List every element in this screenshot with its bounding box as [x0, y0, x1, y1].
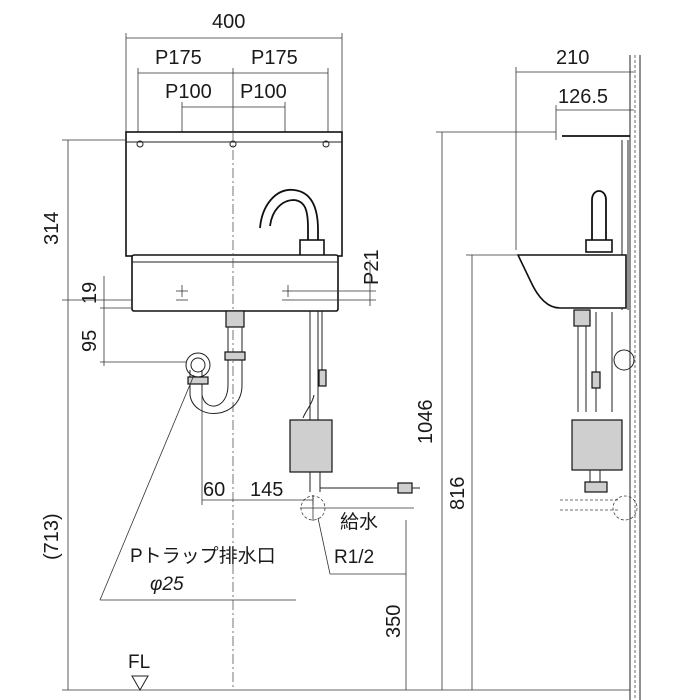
side-faucet: [585, 190, 613, 253]
top-dimension-lines: [125, 33, 343, 145]
side-vertical-dimension-lines: [430, 131, 630, 691]
dim-offset-60: 60: [203, 479, 225, 501]
dim-depth-126-5: 126.5: [558, 86, 608, 108]
left-dimension-lines: [62, 139, 430, 691]
dim-height-713: (713): [41, 513, 63, 560]
dim-height-816: 816: [447, 477, 469, 510]
dim-p100-left: P100: [165, 81, 212, 103]
bottom-offset-lines: [201, 390, 314, 505]
side-view: 210 126.5: [415, 47, 641, 700]
dim-offset-145: 145: [250, 479, 283, 501]
dim-height-314: 314: [41, 212, 63, 245]
dim-height-350: 350: [383, 605, 405, 638]
dim-depth-210: 210: [556, 47, 589, 69]
leader-lines: [99, 374, 414, 690]
side-top-dimension-lines: [515, 67, 634, 250]
side-pipes: [560, 309, 638, 521]
side-basin: [516, 254, 627, 309]
dim-p175-right: P175: [251, 47, 298, 69]
supply-assembly: [289, 311, 420, 521]
dim-p175-left: P175: [155, 47, 202, 69]
dim-p100-right: P100: [240, 81, 287, 103]
dim-height-1046: 1046: [415, 400, 437, 445]
ptrap-diameter-label: φ25: [150, 574, 184, 595]
dim-gap-95: 95: [79, 330, 101, 352]
water-supply-label: 給水: [340, 511, 378, 533]
back-panel: [125, 131, 343, 257]
water-supply-size-label: R1/2: [334, 547, 374, 568]
floor-level-icon: [131, 675, 149, 692]
dim-p21: P21: [361, 249, 383, 285]
faucet-spout: [259, 189, 319, 242]
basin: [131, 254, 339, 312]
drain-marks: [176, 285, 294, 301]
faucet-base: [299, 239, 325, 257]
control-box: [289, 419, 333, 473]
front-view: 400 P175 P175 P100 P100: [41, 11, 430, 692]
dim-gap-19: 19: [79, 282, 101, 304]
dim-width-400: 400: [212, 11, 245, 33]
ptrap-drain-label: Pトラップ排水口: [130, 545, 276, 567]
wall: [629, 55, 641, 700]
p21-dimension-lines: [294, 260, 376, 306]
floor-level-label: FL: [128, 652, 150, 673]
p-trap: [185, 310, 246, 414]
